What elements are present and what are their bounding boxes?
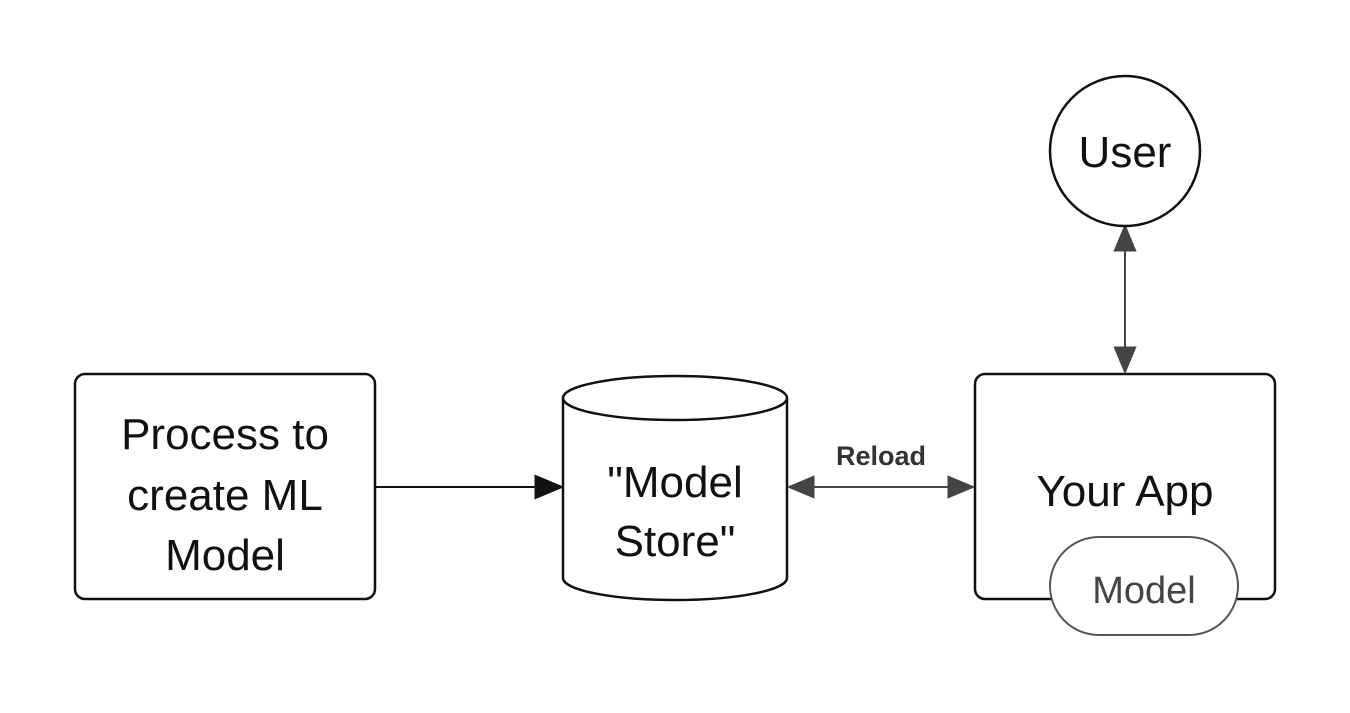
user-label: User: [1079, 128, 1172, 177]
process-label-line-3: Model: [165, 531, 285, 580]
process-label-line-1: Process to: [121, 410, 329, 459]
model-pill: Model: [1049, 536, 1239, 636]
model-store-label-line-1: "Model: [607, 458, 742, 507]
process-node: Process to create ML Model: [73, 372, 377, 601]
model-store-node: "Model Store": [561, 374, 789, 602]
user-node: User: [1048, 74, 1202, 228]
process-label-line-2: create ML: [127, 471, 323, 520]
model-label: Model: [1092, 570, 1196, 612]
model-store-label-line-2: Store": [615, 517, 736, 566]
your-app-label: Your App: [1037, 467, 1214, 516]
reload-label: Reload: [836, 441, 926, 471]
